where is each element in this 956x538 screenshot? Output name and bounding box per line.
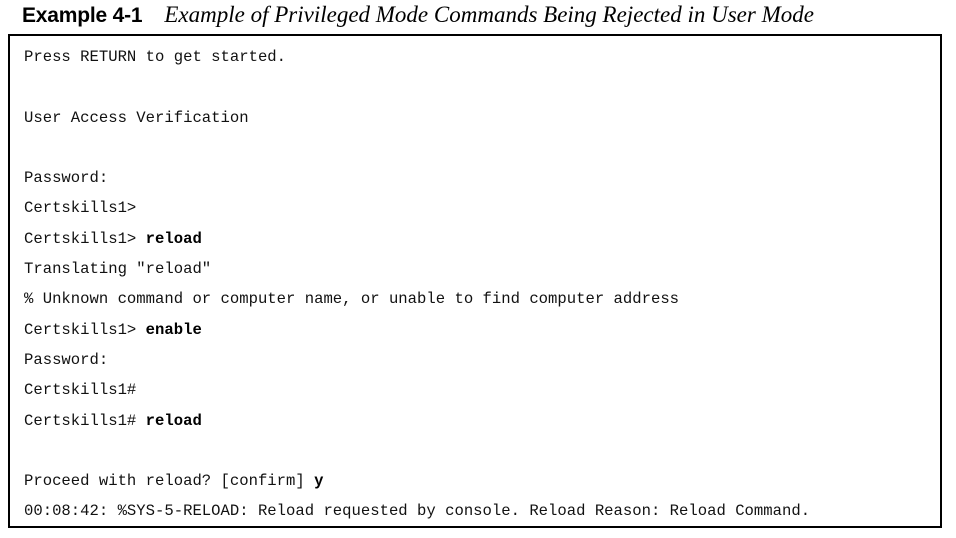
console-text: Certskills1> bbox=[24, 320, 146, 339]
console-text: 00:08:42: %SYS-5-RELOAD: Reload requeste… bbox=[24, 502, 811, 521]
example-title: Example of Privileged Mode Commands Bein… bbox=[164, 2, 814, 27]
console-text: Password: bbox=[24, 169, 109, 188]
console-line: Press RETURN to get started. bbox=[24, 42, 810, 72]
console-text: Translating "reload" bbox=[24, 260, 212, 279]
typed-command: y bbox=[314, 472, 324, 491]
console-text: Certskills1> bbox=[24, 199, 137, 218]
console-line: Password: bbox=[24, 345, 810, 375]
typed-command: reload bbox=[145, 411, 202, 430]
console-line: 00:08:42: %SYS-5-RELOAD: Reload requeste… bbox=[24, 496, 810, 526]
console-text: Certskills1# bbox=[24, 411, 146, 430]
example-caption: Example 4-1 Example of Privileged Mode C… bbox=[22, 0, 814, 30]
console-line bbox=[24, 133, 810, 163]
console-text: Certskills1> bbox=[24, 229, 146, 248]
console-output-box: Press RETURN to get started. User Access… bbox=[8, 34, 942, 528]
console-line: Certskills1# reload bbox=[24, 406, 810, 436]
console-text: Press RETURN to get started. bbox=[24, 48, 287, 66]
typed-command: reload bbox=[145, 229, 202, 248]
console-text: Proceed with reload? [confirm] bbox=[24, 472, 315, 491]
console-text: % Unknown command or computer name, or u… bbox=[24, 290, 680, 309]
console-text: Password: bbox=[24, 350, 109, 369]
console-line: Password: bbox=[24, 163, 810, 193]
console-line bbox=[24, 72, 810, 102]
console-line bbox=[24, 436, 810, 466]
console-line: User Access Verification bbox=[24, 103, 810, 133]
console-line: Proceed with reload? [confirm] y bbox=[24, 466, 810, 496]
console-line: Certskills1# bbox=[24, 375, 810, 405]
example-number: Example 4-1 bbox=[22, 4, 143, 27]
console-text: User Access Verification bbox=[24, 108, 249, 127]
typed-command: enable bbox=[145, 320, 202, 339]
console-output: Press RETURN to get started. User Access… bbox=[24, 42, 810, 527]
console-text: Certskills1# bbox=[24, 381, 137, 400]
console-line: Translating "reload" bbox=[24, 254, 810, 284]
console-line: Certskills1> reload bbox=[24, 224, 810, 254]
console-line: Certskills1> bbox=[24, 193, 810, 223]
console-line: Certskills1> enable bbox=[24, 315, 810, 345]
console-line: % Unknown command or computer name, or u… bbox=[24, 284, 810, 314]
